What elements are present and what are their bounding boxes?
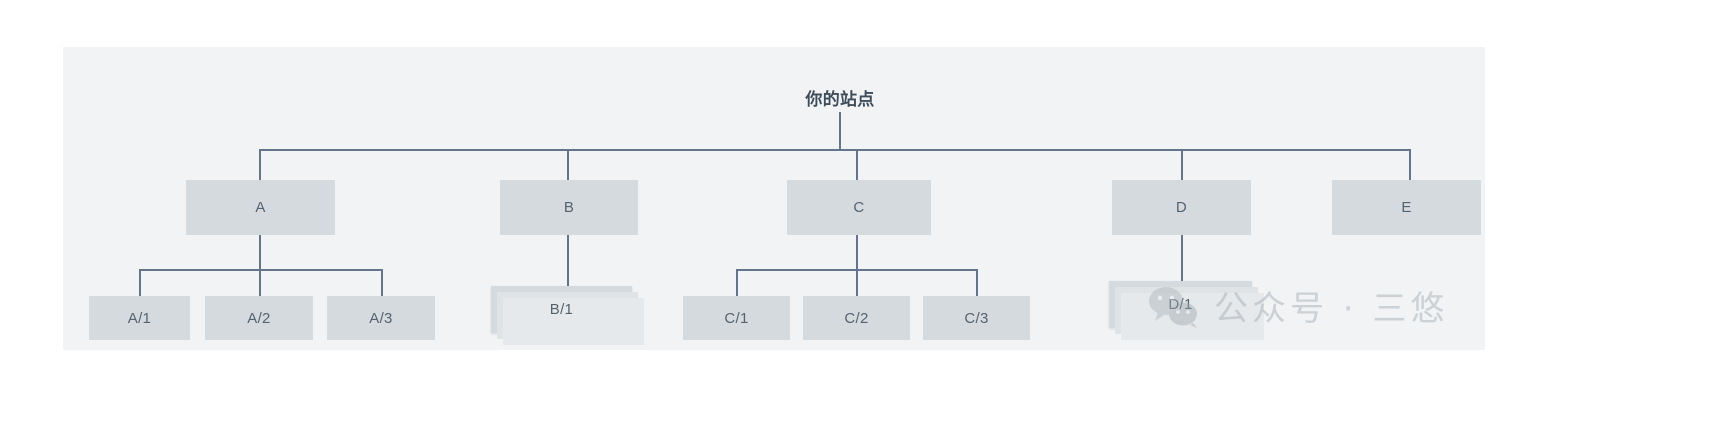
- connector-drop-e: [1409, 149, 1411, 180]
- connector-drop-c1: [736, 269, 738, 296]
- node-e[interactable]: E: [1332, 180, 1481, 235]
- connector-drop-c2: [856, 269, 858, 296]
- connector-drop-a2: [259, 269, 261, 296]
- node-a-1[interactable]: A/1: [89, 296, 190, 340]
- node-a[interactable]: A: [186, 180, 335, 235]
- node-c[interactable]: C: [787, 180, 931, 235]
- connector-b-stem: [567, 235, 569, 287]
- node-b-1[interactable]: B/1: [491, 286, 644, 345]
- node-c-2[interactable]: C/2: [803, 296, 910, 340]
- node-c-3[interactable]: C/3: [923, 296, 1030, 340]
- connector-d-stem: [1181, 235, 1183, 287]
- connector-drop-c: [856, 149, 858, 180]
- node-d[interactable]: D: [1112, 180, 1251, 235]
- connector-level1-bus: [259, 149, 1410, 151]
- connector-drop-a3: [381, 269, 383, 296]
- connector-drop-a: [259, 149, 261, 180]
- node-b[interactable]: B: [500, 180, 638, 235]
- node-root[interactable]: 你的站点: [805, 89, 875, 109]
- node-a-2[interactable]: A/2: [205, 296, 313, 340]
- connector-a-stem: [259, 235, 261, 270]
- connector-drop-a1: [139, 269, 141, 296]
- connector-drop-d: [1181, 149, 1183, 180]
- node-d-1[interactable]: D/1: [1109, 281, 1264, 340]
- node-a-3[interactable]: A/3: [327, 296, 435, 340]
- connector-c-stem: [856, 235, 858, 270]
- connector-drop-b: [567, 149, 569, 180]
- node-c-1[interactable]: C/1: [683, 296, 790, 340]
- connector-root-stem: [839, 112, 841, 150]
- connector-drop-c3: [976, 269, 978, 296]
